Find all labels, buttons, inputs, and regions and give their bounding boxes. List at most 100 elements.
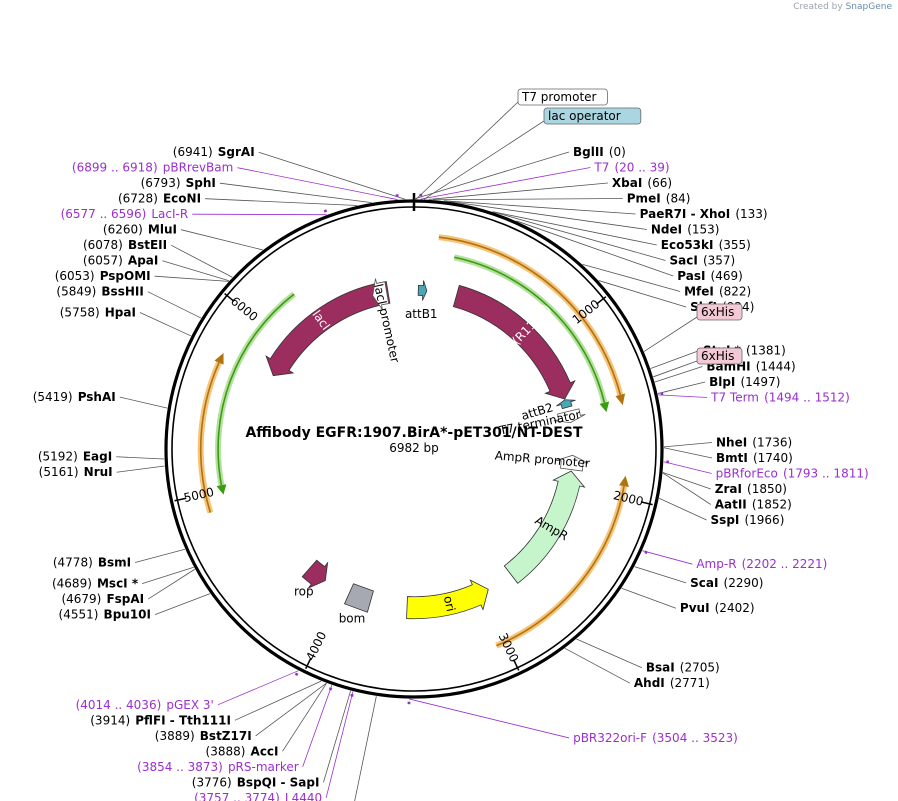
site-coord: (4014 .. 4036)	[76, 698, 162, 712]
site-bsteii[interactable]: (6078) BstEII	[83, 234, 167, 253]
feature-box-6xhis[interactable]: 6xHis	[701, 349, 734, 363]
feature-attb1[interactable]	[417, 280, 428, 301]
site-acci[interactable]: (3888) AccI	[206, 740, 279, 759]
site-pflfi-tth111i[interactable]: (3914) PflFI - Tth111I	[90, 709, 231, 728]
feature-rop[interactable]	[301, 559, 329, 590]
label-line	[662, 472, 711, 490]
site-bsshii[interactable]: (5849) BssHII	[56, 281, 143, 300]
site-nhei[interactable]: NheI (1736)	[716, 431, 792, 450]
primer-pbr322ori-f[interactable]: pBR322ori-F (3504 .. 3523)	[573, 727, 738, 746]
primer-mark	[644, 550, 648, 555]
primer-pbrrevbam[interactable]: (6899 .. 6918) pBRrevBam	[72, 157, 233, 176]
site-scai[interactable]: ScaI (2290)	[690, 572, 763, 591]
label-line	[116, 456, 165, 460]
orf-arrowhead	[216, 484, 227, 495]
label-line	[323, 690, 351, 783]
feature-box-6xhis[interactable]: 6xHis	[701, 305, 734, 319]
site-pshai[interactable]: (5419) PshAI	[33, 386, 116, 405]
site-mlui[interactable]: (6260) MluI	[103, 219, 177, 238]
site-name: BlpI	[709, 375, 735, 389]
site-aatii[interactable]: AatII (1852)	[715, 493, 792, 512]
site-pspomi[interactable]: (6053) PspOMI	[55, 265, 151, 284]
orf-band	[215, 291, 296, 486]
primer-pgex-3[interactable]: (4014 .. 4036) pGEX 3'	[76, 694, 214, 713]
site-mfei[interactable]: MfeI (822)	[684, 281, 751, 300]
site-ahdi[interactable]: AhdI (2771)	[634, 672, 710, 691]
feature-bira-r118g[interactable]	[452, 284, 576, 400]
label-line	[653, 360, 698, 378]
label-line	[408, 698, 570, 739]
site-coord: (4679)	[61, 592, 101, 606]
site-sphi[interactable]: (6793) SphI	[141, 172, 216, 191]
site-saci[interactable]: SacI (357)	[670, 250, 736, 269]
site-sspi[interactable]: SspI (1966)	[711, 509, 785, 528]
feature-ampr-promoter[interactable]	[556, 454, 589, 472]
label-line	[139, 312, 192, 337]
site-name: BglII	[573, 145, 604, 159]
label-line	[282, 682, 327, 752]
feature-box-lac-operator[interactable]: lac operator	[548, 109, 621, 123]
label-line	[162, 260, 230, 282]
site-eco53ki[interactable]: Eco53kI (355)	[661, 234, 751, 253]
site-name: SgrAI	[218, 145, 255, 159]
feature-label: rop	[294, 585, 314, 599]
site-coord: (4778)	[53, 555, 93, 569]
feature-ampr[interactable]	[503, 470, 586, 584]
site-bsai[interactable]: BsaI (2705)	[646, 657, 720, 676]
primer-t7-term[interactable]: T7 Term (1494 .. 1512)	[710, 386, 850, 405]
site-bstz17i[interactable]: (3889) BstZ17I	[155, 725, 252, 744]
site-zrai[interactable]: ZraI (1850)	[715, 478, 787, 497]
feature-ori[interactable]	[406, 579, 489, 620]
site-hpai[interactable]: (5758) HpaI	[60, 301, 136, 320]
site-pmei[interactable]: PmeI (84)	[627, 188, 691, 207]
site-name: BssHII	[101, 285, 143, 299]
feature-attb2[interactable]	[556, 399, 576, 410]
label-line	[658, 497, 707, 521]
site-xbai[interactable]: XbaI (66)	[612, 172, 672, 191]
site-name: pBRforEco	[716, 466, 778, 480]
feature-laci[interactable]	[265, 281, 391, 377]
site-fspai[interactable]: (4679) FspAI	[61, 588, 144, 607]
label-line	[420, 167, 591, 200]
primer-t7[interactable]: T7 (20 .. 39)	[593, 157, 669, 176]
tick-label: 4000	[303, 629, 329, 663]
site-bmti[interactable]: BmtI (1740)	[716, 447, 793, 466]
site-bglii[interactable]: BglII (0)	[573, 141, 626, 160]
primer-laci-r[interactable]: (6577 .. 6596) LacI-R	[61, 203, 189, 222]
primer-amp-r[interactable]: Amp-R (2202 .. 2221)	[696, 553, 827, 572]
site-pasi[interactable]: PasI (469)	[677, 265, 743, 284]
site-bsmi[interactable]: (4778) BsmI	[53, 551, 131, 570]
site-coord: (4551)	[59, 608, 99, 622]
orf-line	[199, 362, 220, 513]
site-eagi[interactable]: (5192) EagI	[38, 446, 112, 465]
primer-prs-marker[interactable]: (3854 .. 3873) pRS-marker	[137, 756, 299, 775]
site-blpi[interactable]: BlpI (1497)	[709, 371, 780, 390]
site-econi[interactable]: (6728) EcoNI	[118, 188, 201, 207]
site-name: NdeI	[651, 223, 682, 237]
label-line	[492, 211, 657, 246]
orf-layer	[197, 234, 629, 649]
site-apai[interactable]: (6057) ApaI	[83, 250, 158, 269]
feature-laci-promoter[interactable]	[372, 278, 390, 311]
primer-l4440[interactable]: (3757 .. 3774) L4440	[194, 787, 322, 801]
feature-bom[interactable]	[343, 583, 374, 613]
site-msci[interactable]: (4689) MscI *	[52, 573, 139, 592]
site-coord: (20 .. 39)	[614, 161, 669, 175]
primer-pbrforeco[interactable]: pBRforEco (1793 .. 1811)	[716, 462, 869, 481]
site-paer7i-xhoi[interactable]: PaeR7I - XhoI (133)	[640, 203, 768, 222]
primer-mark	[328, 687, 333, 691]
label-line	[432, 198, 623, 201]
site-sgrai[interactable]: (6941) SgrAI	[173, 141, 255, 160]
site-ndei[interactable]: NdeI (153)	[651, 219, 720, 238]
site-bpu10i[interactable]: (4551) Bpu10I	[59, 604, 151, 623]
site-name: BsmI	[98, 555, 131, 569]
site-name: PasI	[677, 269, 705, 283]
site-bspqi-sapi[interactable]: (3776) BspQI - SapI	[192, 771, 320, 790]
label-line	[662, 472, 711, 505]
site-coord: (6577 .. 6596)	[61, 207, 147, 221]
site-nrui[interactable]: (5161) NruI	[39, 461, 113, 480]
site-pvui[interactable]: PvuI (2402)	[680, 597, 755, 616]
feature-t7-terminator[interactable]	[553, 408, 586, 424]
feature-box-t7-promoter[interactable]: T7 promoter	[521, 90, 597, 104]
